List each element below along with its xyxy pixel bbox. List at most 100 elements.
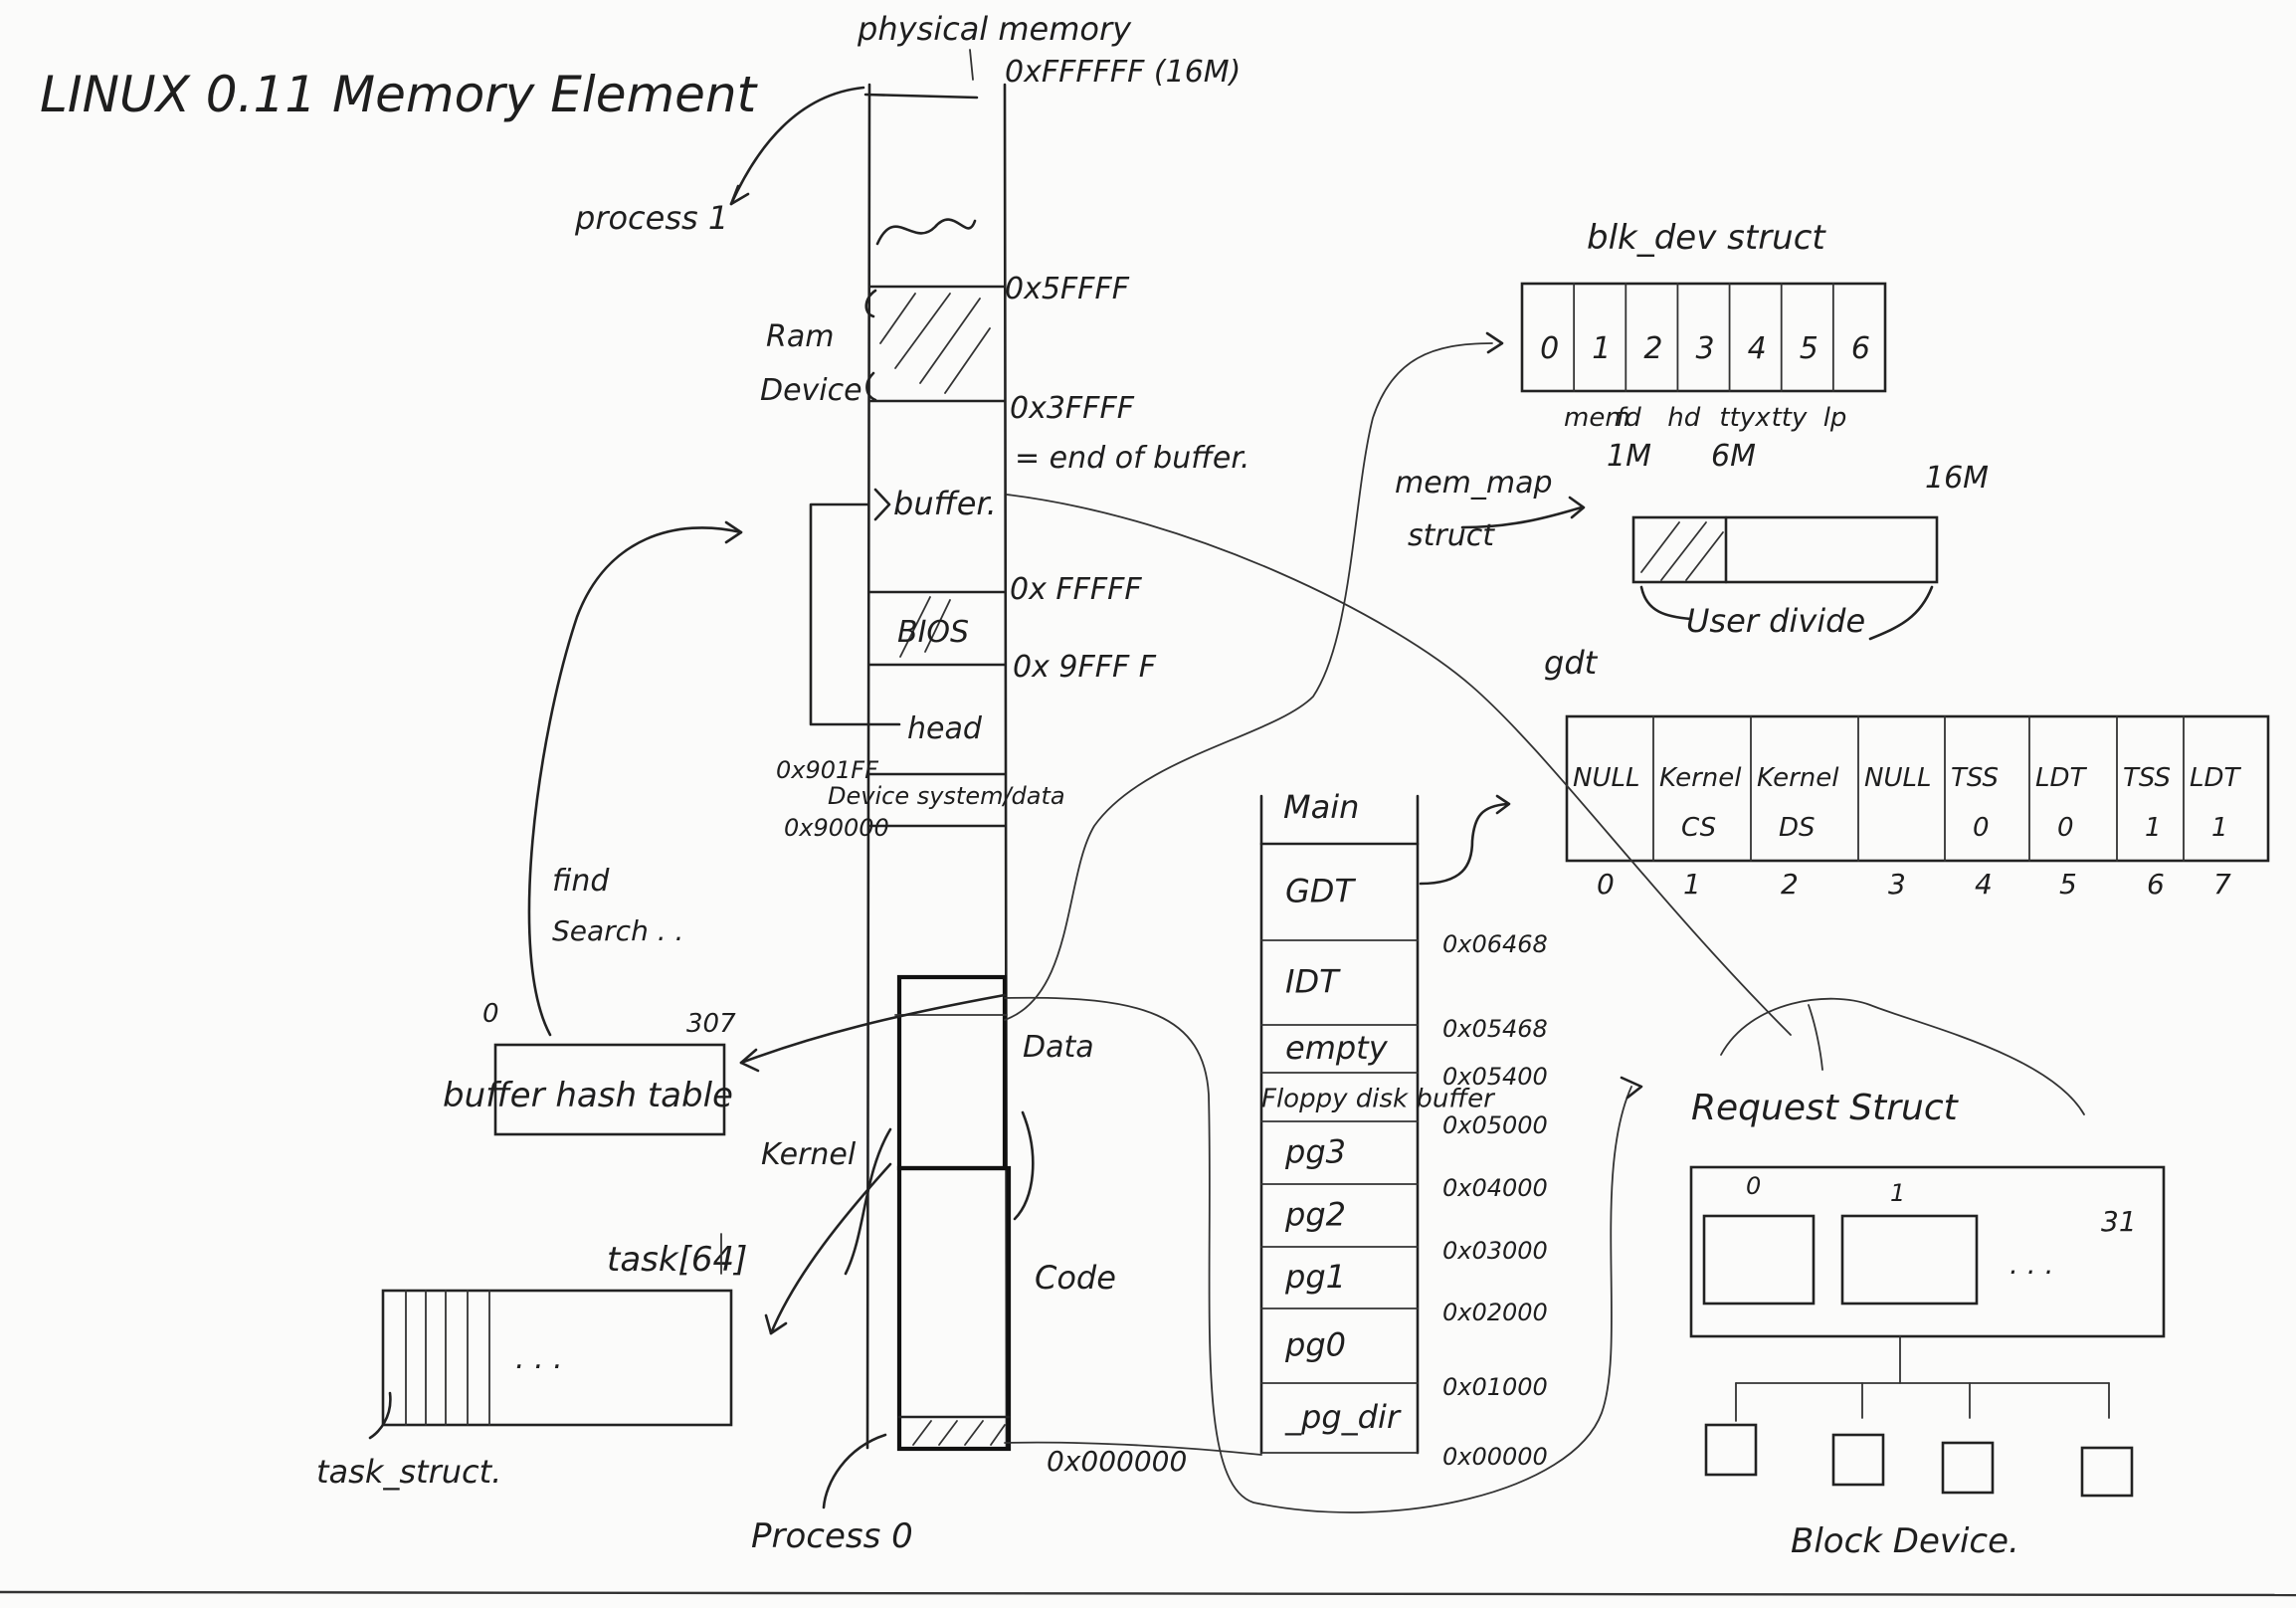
- main-row-address: 0x05468: [1442, 1015, 1548, 1043]
- gdt-cell-sub: 0: [2057, 813, 2074, 843]
- blk-dev-name: tty: [1772, 403, 1808, 433]
- search-label: Search . .: [552, 914, 683, 947]
- blk-dev-name: ttyx: [1719, 403, 1771, 433]
- main-row-address: 0x02000: [1442, 1299, 1548, 1326]
- process0-hatch: [912, 1420, 1006, 1446]
- gdt-index: 5: [2059, 868, 2077, 901]
- gdt-index: 0: [1597, 868, 1615, 901]
- block-device-label: Block Device.: [1791, 1521, 2019, 1561]
- buffer-label: buffer.: [893, 485, 997, 522]
- kernel-label: Kernel: [761, 1137, 857, 1172]
- request-dots: . . .: [2009, 1248, 2054, 1281]
- request-title: Request Struct: [1691, 1088, 1960, 1128]
- main-row-address: 0x03000: [1442, 1237, 1548, 1265]
- ram-label: Ram: [766, 319, 834, 354]
- gdt-cell-label: Kernel: [1757, 763, 1839, 793]
- head-label: head: [907, 711, 983, 746]
- kernel-code-block: [896, 1165, 1012, 1452]
- block-device-1: [1831, 1433, 1885, 1487]
- ram-device-hatch: [879, 293, 991, 394]
- gdt-cell-sub: 1: [2211, 813, 2228, 843]
- block-device-0: [1704, 1423, 1758, 1477]
- addr-3ffff: 0x3FFFF: [1010, 391, 1135, 426]
- blk-dev-title: blk_dev struct: [1587, 218, 1826, 258]
- mem-map-label: mem_map: [1395, 466, 1553, 501]
- gdt-index: 1: [1683, 868, 1701, 901]
- gdt-title: gdt: [1544, 644, 1599, 682]
- main-row-address: 0x06468: [1442, 930, 1548, 958]
- main-row-address: 0x00000: [1442, 1443, 1548, 1471]
- blk-dev-cell: 1: [1592, 331, 1611, 366]
- code-label: Code: [1035, 1259, 1116, 1297]
- block-device-3: [2080, 1446, 2134, 1498]
- physical-memory-column: physical memory: [857, 10, 1132, 1452]
- addr-top: 0xFFFFFF (16M): [1005, 55, 1241, 90]
- main-row-label: GDT: [1285, 873, 1356, 910]
- main-row-label: _pg_dir: [1284, 1398, 1402, 1436]
- device-label: Device: [760, 373, 862, 408]
- request-idx1: 1: [1890, 1179, 1905, 1207]
- process0-label: Process 0: [751, 1516, 913, 1556]
- gdt-table: gdt NULL0KernelCS1KernelDS2NULL3TSS04LDT…: [1544, 644, 2270, 901]
- block-device-2: [1941, 1441, 1995, 1495]
- end-of-buffer-label: = end of buffer.: [1015, 441, 1249, 476]
- physical-memory-label: physical memory: [857, 10, 1132, 48]
- task-struct-label: task_struct.: [316, 1453, 501, 1491]
- hash-end-index: 307: [686, 1009, 736, 1039]
- diagram-title: LINUX 0.11 Memory Element: [40, 66, 759, 123]
- blk-dev-name: lp: [1823, 403, 1847, 433]
- addr-9ffff: 0x 9FFF F: [1013, 650, 1157, 685]
- mem-map-1m: 1M: [1607, 439, 1651, 474]
- gdt-cell-sub: DS: [1779, 813, 1816, 843]
- main-row-address: 0x01000: [1442, 1373, 1548, 1401]
- addr-5ffff: 0x5FFFF: [1005, 272, 1130, 306]
- blk-dev-cell: 2: [1643, 331, 1662, 366]
- main-row-address: 0x04000: [1442, 1174, 1548, 1202]
- gdt-cell-label: NULL: [1573, 763, 1639, 793]
- main-memory-table: Main GDT0x06468IDT0x05468empty0x05400Flo…: [1259, 788, 1548, 1471]
- gdt-index: 2: [1781, 868, 1799, 901]
- hash-start-index: 0: [482, 999, 499, 1029]
- gdt-cell-sub: 0: [1973, 813, 1990, 843]
- main-row-label: Floppy disk buffer: [1261, 1085, 1496, 1114]
- mem-map-struct-label: struct: [1408, 518, 1495, 553]
- gdt-cell-label: TSS: [1951, 763, 1999, 793]
- main-row-address: 0x05400: [1442, 1063, 1548, 1091]
- addr-90000: 0x90000: [784, 814, 889, 842]
- task-dots: . . .: [515, 1341, 563, 1376]
- gdt-cell-sub: CS: [1681, 813, 1716, 843]
- request-idx0: 0: [1746, 1172, 1761, 1200]
- device-system-data-label: Device system/data: [828, 782, 1065, 810]
- main-row-label: empty: [1285, 1029, 1389, 1067]
- blk-dev-name: mem: [1564, 403, 1630, 433]
- blk-dev-name: hd: [1667, 403, 1700, 433]
- gdt-index: 7: [2213, 868, 2231, 901]
- main-row-address: 0x05000: [1442, 1111, 1548, 1139]
- blk-dev-cell: 4: [1748, 331, 1767, 366]
- request-struct: Request Struct 0 1 31 . . . Block Device…: [1689, 997, 2166, 1561]
- blk-dev-cell: 3: [1696, 331, 1715, 366]
- gdt-cell-label: LDT: [2190, 763, 2242, 793]
- blk-dev-cell: 6: [1851, 331, 1870, 366]
- gdt-index: 3: [1888, 868, 1906, 901]
- bios-label: BIOS: [897, 615, 969, 650]
- mem-map-6m: 6M: [1711, 439, 1756, 474]
- request-slot-0: [1702, 1214, 1816, 1306]
- main-title: Main: [1283, 788, 1359, 826]
- blk-dev-cell: 5: [1800, 331, 1818, 366]
- gdt-cell-label: NULL: [1864, 763, 1931, 793]
- gdt-cell-label: TSS: [2123, 763, 2171, 793]
- request-idx31: 31: [2101, 1205, 2137, 1238]
- gdt-index: 4: [1975, 868, 1993, 901]
- request-slot-1: [1840, 1214, 1979, 1306]
- blk-dev-cell: 0: [1540, 331, 1559, 366]
- main-row-label: pg2: [1284, 1196, 1346, 1234]
- gdt-cell-label: LDT: [2035, 763, 2088, 793]
- data-label: Data: [1023, 1030, 1094, 1065]
- process1-label: process 1: [574, 199, 728, 237]
- main-row-label: pg3: [1284, 1133, 1346, 1171]
- find-label: find: [552, 864, 610, 899]
- main-row-label: pg0: [1284, 1326, 1346, 1364]
